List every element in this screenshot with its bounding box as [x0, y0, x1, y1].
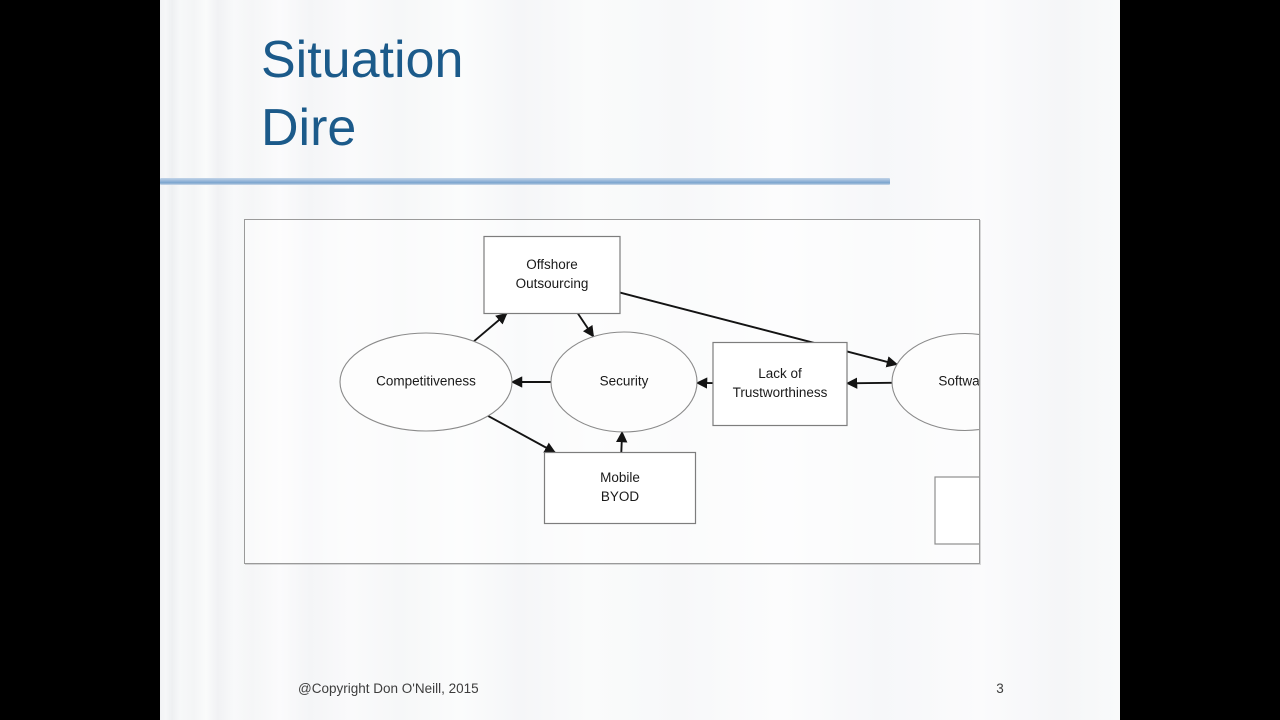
- node-label-software: Software: [938, 374, 979, 389]
- footer-page-number: 3: [996, 681, 1004, 696]
- node-label-mobile: Mobile: [600, 470, 640, 485]
- node-shape-offshore: [483, 235, 621, 315]
- diagram-node-trust[interactable]: Lack of Trustworthiness: [712, 341, 848, 427]
- diagram-edge-offshore-to-security: [577, 312, 595, 338]
- letterbox-right: [1120, 0, 1280, 720]
- title-underline-rule: [160, 178, 890, 185]
- title-line-1: Situation: [261, 31, 464, 89]
- diagram-edge-competitiveness-to-offshore: [473, 312, 508, 343]
- node-label-trust: Lack of: [758, 366, 802, 381]
- page-title: Situation Dire: [261, 26, 1041, 162]
- node-label-competitiveness: Competitiveness: [376, 374, 476, 389]
- node-label-security: Security: [600, 374, 649, 389]
- node-shape-competitiveness: [339, 332, 513, 432]
- diagram-edges: [473, 291, 899, 454]
- letterbox-left: [0, 0, 160, 720]
- node-label-trust: Trustworthiness: [733, 385, 828, 400]
- diagram-edge-software-to-trust: [845, 377, 893, 389]
- diagram-node-competitiveness[interactable]: Competitiveness: [339, 332, 513, 432]
- diagram-edge-competitiveness-to-mobile: [487, 415, 557, 454]
- diagram-node-security[interactable]: Security: [550, 331, 698, 433]
- diagram-edge-mobile-to-security: [616, 430, 628, 453]
- node-shape-mobile: [543, 451, 697, 525]
- node-shape-security: [550, 331, 698, 433]
- node-shape-trust: [712, 341, 848, 427]
- node-label-offshore: Offshore: [526, 257, 578, 272]
- title-line-2: Dire: [261, 99, 357, 157]
- legend-interactions: Interactions: [934, 476, 979, 545]
- diagram-edge-offshore-to-software: [619, 291, 899, 368]
- diagram-node-software[interactable]: Software: [891, 332, 979, 432]
- legend-box: [934, 476, 979, 545]
- node-label-mobile: BYOD: [601, 489, 640, 504]
- node-label-offshore: Outsourcing: [516, 276, 589, 291]
- footer-copyright: @Copyright Don O'Neill, 2015: [298, 681, 479, 696]
- node-shape-software: [891, 332, 979, 432]
